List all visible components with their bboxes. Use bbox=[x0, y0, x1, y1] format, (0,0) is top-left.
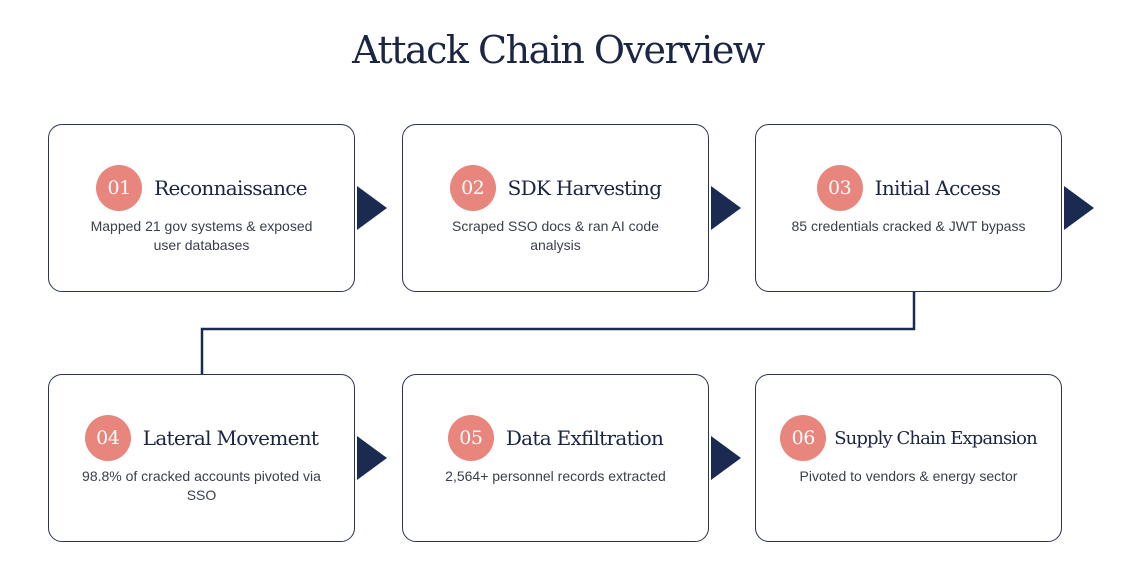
step-card-05: 05 Data Exfiltration 2,564+ personnel re… bbox=[402, 374, 709, 542]
step-description: Pivoted to vendors & energy sector bbox=[799, 468, 1018, 484]
arrow-right-icon bbox=[711, 186, 741, 230]
step-number-badge: 03 bbox=[816, 165, 863, 211]
step-title: SDK Harvesting bbox=[507, 176, 662, 200]
arrow-right-icon bbox=[1064, 186, 1094, 230]
step-number-badge: 02 bbox=[449, 165, 496, 211]
diagram-title: Attack Chain Overview bbox=[352, 28, 765, 72]
step-description: 85 credentials cracked & JWT bypass bbox=[791, 218, 1026, 234]
step-card-02: 02 SDK Harvesting Scraped SSO docs & ran… bbox=[402, 124, 709, 292]
step-card-03: 03 Initial Access 85 credentials cracked… bbox=[755, 124, 1062, 292]
step-title: Data Exfiltration bbox=[505, 426, 664, 450]
step-number-badge: 06 bbox=[780, 415, 827, 461]
step-title: Reconnaissance bbox=[154, 176, 307, 200]
step-card-04: 04 Lateral Movement 98.8% of cracked acc… bbox=[48, 374, 355, 542]
step-title: Initial Access bbox=[874, 176, 1001, 200]
arrow-right-icon bbox=[357, 186, 387, 230]
step-description: 98.8% of cracked accounts pivoted via SS… bbox=[82, 468, 321, 503]
step-description: Scraped SSO docs & ran AI code analysis bbox=[451, 218, 659, 253]
step-description: Mapped 21 gov systems & exposed user dat… bbox=[90, 218, 313, 253]
step-card-01: 01 Reconnaissance Mapped 21 gov systems … bbox=[48, 124, 355, 292]
step-title: Lateral Movement bbox=[142, 426, 319, 450]
step-number-badge: 01 bbox=[96, 165, 143, 211]
step-title: Supply Chain Expansion bbox=[834, 427, 1037, 449]
arrow-right-icon bbox=[711, 436, 741, 480]
arrow-right-icon bbox=[357, 436, 387, 480]
step-number-badge: 05 bbox=[447, 415, 494, 461]
step-number-badge: 04 bbox=[84, 415, 131, 461]
step-card-06: 06 Supply Chain Expansion Pivoted to ven… bbox=[755, 374, 1062, 542]
step-description: 2,564+ personnel records extracted bbox=[445, 468, 666, 484]
